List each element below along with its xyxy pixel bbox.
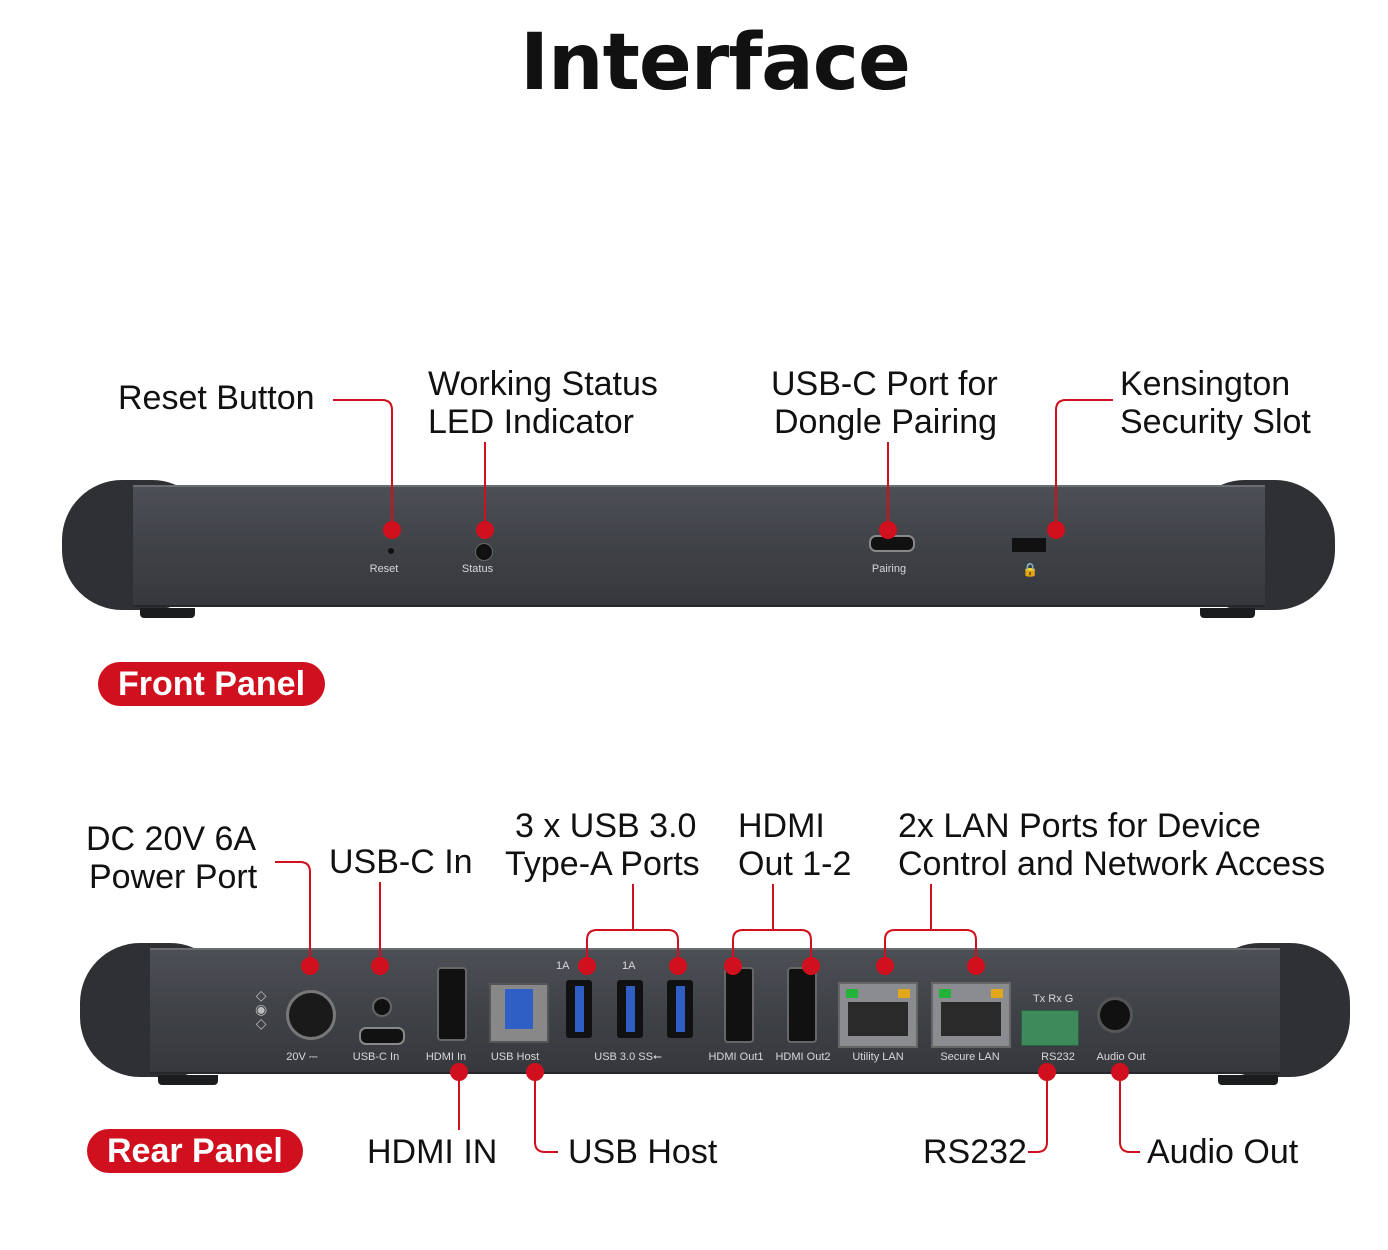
usb-a-callout-line1: 3 x USB 3.0: [515, 807, 697, 845]
lock-icon: 🔒: [1022, 562, 1039, 577]
callout-dot: [669, 957, 687, 975]
callout-dot: [526, 1063, 544, 1081]
pairing-callout-line2: Dongle Pairing: [774, 403, 998, 441]
lan-callout-line1: 2x LAN Ports for Device: [898, 807, 1261, 845]
callout-dot: [450, 1063, 468, 1081]
usb3-label: USB 3.0 SS⭠: [594, 1051, 662, 1063]
usb-a-port-2[interactable]: [617, 980, 643, 1038]
foot: [140, 608, 195, 618]
aux-jack: [372, 997, 392, 1017]
usb-host-callout: USB Host: [568, 1133, 718, 1171]
secure-lan-port[interactable]: [931, 982, 1011, 1048]
usb-a-port-3[interactable]: [667, 980, 693, 1038]
hdmi-out-callout-line1: HDMI: [738, 807, 825, 845]
audio-out-label: Audio Out: [1096, 1051, 1146, 1063]
status-led-callout-line2: LED Indicator: [428, 403, 634, 441]
reset-button-hole[interactable]: [388, 548, 394, 554]
polarity-icon: ◇◉◇: [255, 987, 268, 1031]
hdmi-in-port[interactable]: [437, 967, 467, 1041]
hdmi-out1-label: HDMI Out1: [708, 1051, 764, 1063]
reset-button-callout: Reset Button: [118, 379, 315, 417]
pairing-label: Pairing: [871, 563, 907, 575]
rear-panel-badge: Rear Panel: [87, 1129, 303, 1173]
callout-dot: [578, 957, 596, 975]
usb-a-port-1[interactable]: [566, 980, 592, 1038]
usb-host-port[interactable]: [489, 983, 549, 1043]
front-plate: [133, 485, 1265, 607]
rs232-label: RS232: [1041, 1051, 1075, 1063]
kensington-callout-line2: Security Slot: [1120, 403, 1311, 441]
lan-callout-line2: Control and Network Access: [898, 845, 1326, 883]
callout-dot: [476, 521, 494, 539]
usb-1a-label: 1A: [622, 960, 636, 972]
foot: [1218, 1075, 1278, 1085]
reset-label: Reset: [369, 563, 399, 575]
rear-plate: [150, 948, 1280, 1074]
hdmi-out2-port[interactable]: [787, 967, 817, 1043]
rs232-terminal[interactable]: [1021, 1010, 1079, 1046]
callout-dot: [876, 957, 894, 975]
usb-c-in-label: USB-C In: [352, 1051, 400, 1063]
status-led: [475, 543, 493, 561]
callout-dot: [301, 957, 319, 975]
pairing-callout-line1: USB-C Port for: [771, 365, 998, 403]
status-led-callout-line1: Working Status: [428, 365, 658, 403]
front-panel-badge: Front Panel: [98, 662, 326, 706]
dc-power-port[interactable]: [286, 990, 336, 1040]
power-label: 20V ⎓: [286, 1051, 318, 1063]
audio-out-callout: Audio Out: [1147, 1133, 1299, 1171]
status-label: Status: [461, 563, 494, 575]
rs232-callout: RS232: [923, 1133, 1027, 1171]
utility-lan-port[interactable]: [838, 982, 918, 1048]
hdmi-in-callout: HDMI IN: [367, 1133, 498, 1171]
audio-out-jack[interactable]: [1097, 997, 1133, 1033]
hdmi-in-label: HDMI In: [425, 1051, 467, 1063]
callout-dot: [1038, 1063, 1056, 1081]
callout-dot: [371, 957, 389, 975]
callout-dot: [724, 957, 742, 975]
callout-dot: [1047, 521, 1065, 539]
callout-dot: [383, 521, 401, 539]
usb-1a-label: 1A: [556, 960, 570, 972]
kensington-callout-line1: Kensington: [1120, 365, 1291, 403]
kensington-slot: [1012, 538, 1046, 552]
hdmi-out2-label: HDMI Out2: [775, 1051, 831, 1063]
callout-dot: [879, 521, 897, 539]
usb-c-in-port[interactable]: [359, 1027, 405, 1045]
utility-lan-label: Utility LAN: [852, 1051, 904, 1063]
page-title: Interface: [520, 18, 911, 108]
callout-dot: [1111, 1063, 1129, 1081]
callout-dot: [967, 957, 985, 975]
callout-dot: [802, 957, 820, 975]
foot: [158, 1075, 218, 1085]
usb-host-label: USB Host: [490, 1051, 540, 1063]
power-callout-line1: DC 20V 6A: [86, 820, 257, 858]
power-callout-line2: Power Port: [89, 858, 258, 896]
usb-c-in-callout: USB-C In: [329, 843, 473, 881]
secure-lan-label: Secure LAN: [940, 1051, 1000, 1063]
rs232-pin-labels: Tx Rx G: [1033, 993, 1074, 1005]
foot: [1200, 608, 1255, 618]
hdmi-out-callout-line2: Out 1-2: [738, 845, 852, 883]
usb-a-callout-line2: Type-A Ports: [505, 845, 700, 883]
